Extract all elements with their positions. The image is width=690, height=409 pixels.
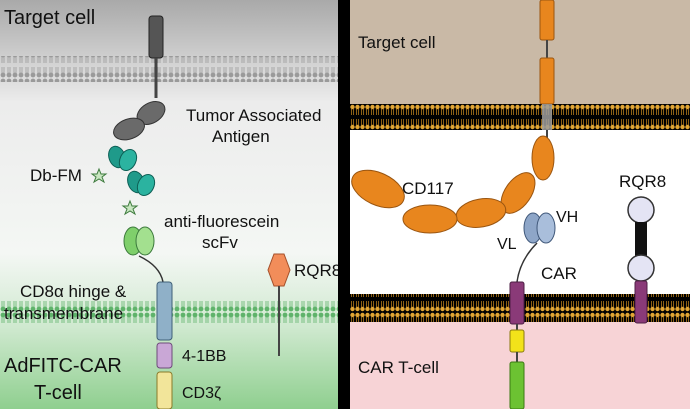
antigen-tm-domain — [148, 15, 164, 59]
rqr8-epitope-lower — [627, 254, 655, 282]
db-fm-label: Db-FM — [30, 166, 82, 185]
fluorescein-star-1 — [90, 167, 108, 184]
rqr8-stalk — [635, 222, 647, 256]
left-target-cell-label: Target cell — [4, 7, 95, 29]
cd117-domain-4 — [402, 204, 458, 234]
left-rqr8-label: RQR8 — [294, 261, 341, 280]
db-fm-domain-2 — [118, 148, 138, 172]
scfv-label-line2: scFv — [202, 233, 238, 252]
car-cell-label-line1: AdFITC-CAR — [4, 355, 122, 377]
costim-label: 4-1BB — [182, 348, 226, 365]
hinge-label-line2: transmembrane — [4, 304, 123, 323]
db-fm-domain-4 — [136, 173, 156, 197]
car-t-cell-label: CAR T-cell — [358, 358, 439, 377]
cd117-tm-lower — [539, 57, 555, 105]
costim-4-1bb-domain — [156, 342, 173, 369]
left-target-membrane — [0, 56, 338, 82]
scfv-domain-right — [135, 226, 155, 256]
hinge-label-line1: CD8α hinge & — [20, 282, 127, 301]
fluorescein-star-2 — [121, 199, 139, 216]
scfv-label-line1: anti-fluorescein — [164, 212, 279, 231]
rqr8-marker-left — [267, 253, 291, 287]
antigen-label-line2: Antigen — [212, 127, 270, 146]
cd117-domain-5 — [351, 169, 405, 209]
rqr8-tm-domain — [634, 280, 648, 324]
cd117-tm-upper — [539, 0, 555, 41]
car-tm-domain — [509, 281, 525, 325]
right-rqr8-label: RQR8 — [619, 172, 666, 191]
antigen-label-line1: Tumor Associated — [186, 106, 321, 125]
antigen-lobe-lower — [113, 117, 145, 141]
car-cell-label-line2: T-cell — [34, 382, 82, 404]
vh-label: VH — [556, 209, 578, 226]
vl-label: VL — [497, 236, 517, 253]
car-label: CAR — [541, 264, 577, 283]
left-panel: Target cell Tumor Associated Antigen Db-… — [0, 0, 341, 409]
right-target-cell-label: Target cell — [358, 33, 435, 52]
car-vh-domain — [536, 212, 556, 244]
cd3-label: CD3ζ — [182, 385, 221, 402]
cd8-hinge-tm — [156, 281, 173, 341]
cd117-label: CD117 — [402, 179, 454, 198]
car-cd3-domain — [509, 361, 525, 409]
cd3-zeta-domain — [156, 371, 173, 409]
car-costim-domain — [509, 329, 525, 353]
right-panel: Target cell CD117 VH VL CAR RQR8 CAR T-c… — [350, 0, 690, 409]
cd117-domain-1 — [531, 135, 555, 181]
panel-divider — [338, 0, 350, 409]
rqr8-epitope-upper — [627, 196, 655, 224]
